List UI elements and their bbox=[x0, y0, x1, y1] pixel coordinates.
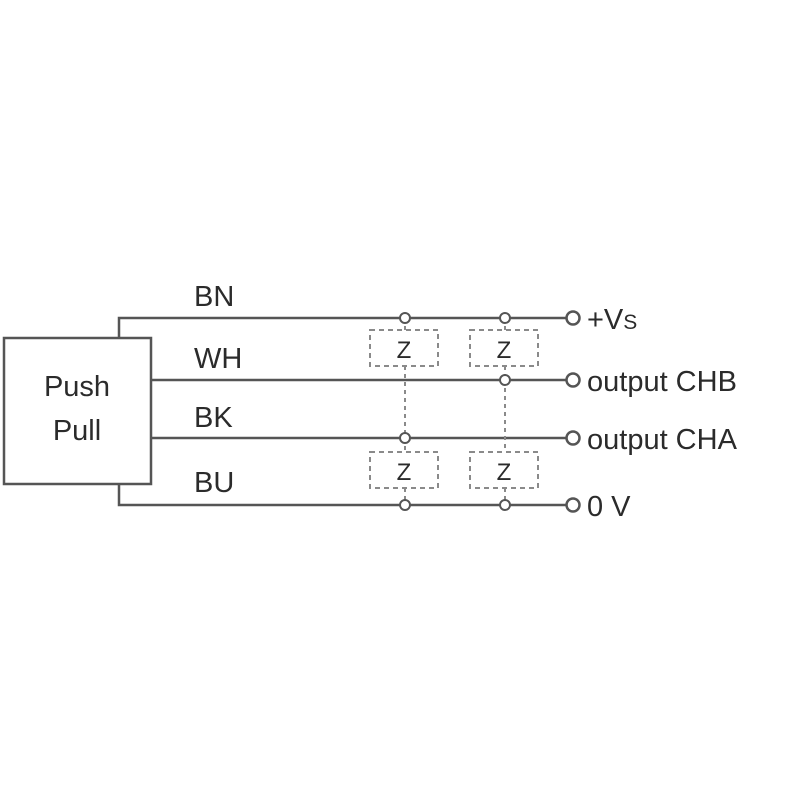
junction-dot bbox=[499, 374, 511, 386]
push-pull-box bbox=[2, 336, 153, 486]
load-column-chb: Z Z bbox=[469, 312, 539, 511]
terminal-label-vs: +VS bbox=[587, 304, 637, 336]
terminal-label-vs-sub: S bbox=[623, 311, 637, 334]
wire-label-bu: BU bbox=[194, 467, 234, 499]
wire-bn bbox=[117, 316, 567, 338]
wire-bu bbox=[117, 484, 567, 507]
load-z-label: Z bbox=[397, 337, 412, 364]
device-label-line1: Push bbox=[44, 371, 110, 403]
junction-dot bbox=[399, 312, 411, 324]
terminal-label-vs-main: +V bbox=[587, 304, 624, 336]
load-z-label: Z bbox=[397, 459, 412, 486]
load-z-label: Z bbox=[497, 337, 512, 364]
junction-dot bbox=[399, 432, 411, 444]
terminal-label-chb: output CHB bbox=[587, 366, 737, 398]
terminal-label-0v: 0 V bbox=[587, 491, 631, 523]
load-column-cha: Z Z bbox=[369, 312, 439, 511]
terminal-cha bbox=[565, 430, 581, 446]
terminal-chb bbox=[565, 372, 581, 388]
terminal-vs bbox=[565, 310, 581, 326]
device-label-line2: Pull bbox=[53, 415, 101, 447]
wire-label-bk: BK bbox=[194, 402, 233, 434]
terminal-label-cha: output CHA bbox=[587, 424, 738, 456]
terminal-0v bbox=[565, 497, 581, 513]
wire-label-wh: WH bbox=[194, 343, 242, 375]
junction-dot bbox=[499, 312, 511, 324]
junction-dot bbox=[399, 499, 411, 511]
load-z-label: Z bbox=[497, 459, 512, 486]
wire-label-bn: BN bbox=[194, 281, 234, 313]
junction-dot bbox=[499, 499, 511, 511]
